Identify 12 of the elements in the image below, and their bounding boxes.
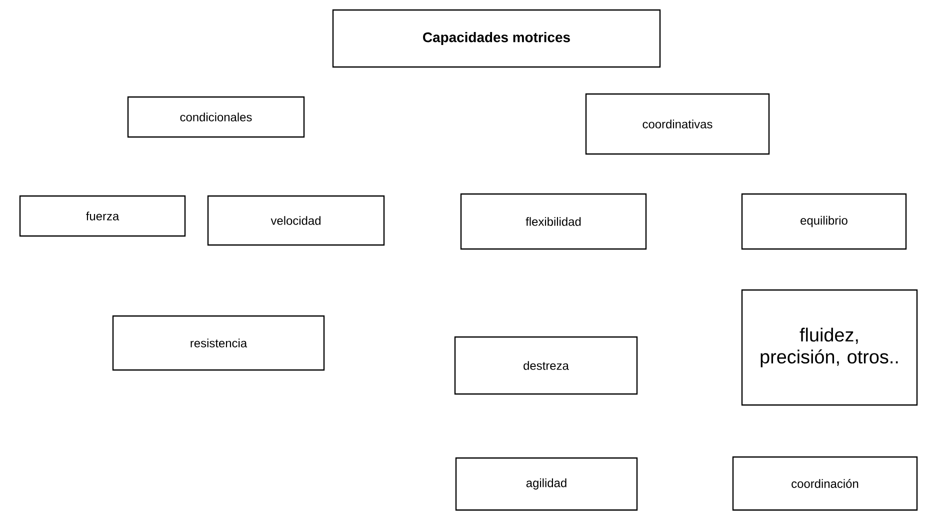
text-box: fluidez, precisión, otros..: [741, 289, 918, 406]
text-box: fuerza: [19, 195, 186, 237]
text-box: flexibilidad: [460, 193, 647, 250]
title-box: Capacidades motrices: [332, 9, 661, 68]
text-box: velocidad: [207, 195, 385, 246]
text-box: coordinativas: [585, 93, 770, 155]
text-box: equilibrio: [741, 193, 907, 250]
text-box: destreza: [454, 336, 638, 395]
text-box: agilidad: [455, 457, 638, 511]
text-box: resistencia: [112, 315, 325, 371]
text-box: condicionales: [127, 96, 305, 138]
text-box: coordinación: [732, 456, 918, 511]
